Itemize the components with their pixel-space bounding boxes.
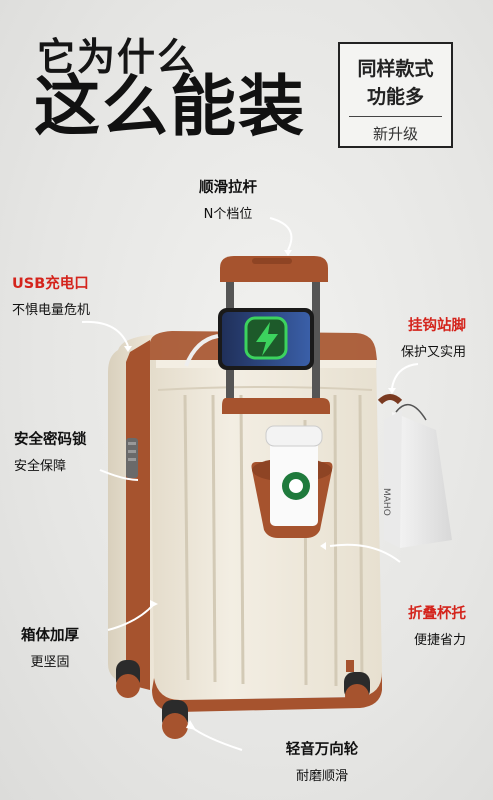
svg-text:MAHO: MAHO [381,488,391,516]
wheels-subtitle: 耐磨顺滑 [295,769,348,784]
headline-line2: 这么能装 [34,68,306,145]
handle-title: 顺滑拉杆 [199,180,257,196]
callout-handle: 顺滑拉杆 N个档位 [180,176,276,222]
phone-charging [184,308,314,370]
badge-line1: 同样款式 [357,58,434,80]
lock-subtitle: 安全保障 [14,459,67,474]
hook-subtitle: 保护又实用 [400,345,466,360]
badge-line2: 功能多 [366,86,424,108]
hanging-bag: MAHO [377,394,452,548]
cup-holder [251,425,333,538]
lock-title: 安全密码锁 [14,432,87,448]
badge-divider [349,116,442,117]
hook-title: 挂钩站脚 [408,318,466,334]
shell-subtitle: 更坚固 [30,655,70,670]
callout-shell: 箱体加厚 更坚固 [8,624,92,670]
suitcase-side-panel [108,335,158,690]
wheels-title: 轻音万向轮 [285,742,359,758]
callout-hook: 挂钩站脚 保护又实用 [376,314,466,360]
spinner-wheels [116,660,370,739]
headline-line1: 它为什么 [37,35,198,79]
cupholder-title: 折叠杯托 [408,606,466,622]
callout-usb: USB充电口 不惧电量危机 [12,272,90,318]
callout-cupholder: 折叠杯托 便捷省力 [376,602,466,648]
cupholder-subtitle: 便捷省力 [413,633,466,648]
badge-line3: 新升级 [372,125,418,143]
handle-subtitle: N个档位 [203,207,253,222]
usb-subtitle: 不惧电量危机 [12,303,91,318]
usb-title: USB充电口 [12,276,89,292]
callout-wheels: 轻音万向轮 耐磨顺滑 [270,738,374,784]
callout-lock: 安全密码锁 安全保障 [14,428,87,474]
upgrade-badge: 同样款式 功能多 新升级 [338,42,453,148]
shell-title: 箱体加厚 [21,628,79,644]
